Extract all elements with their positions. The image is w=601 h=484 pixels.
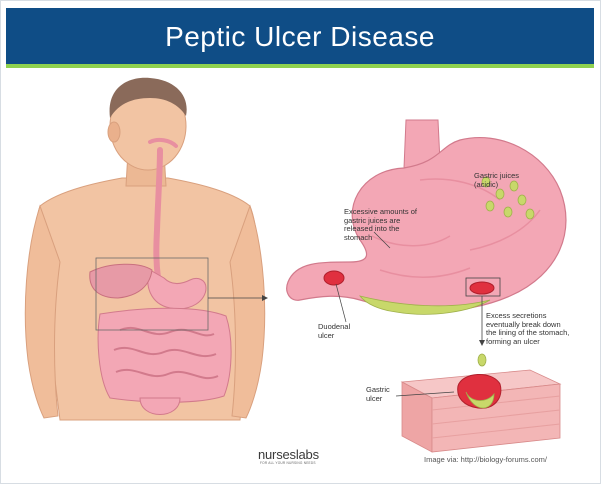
label-excess-secretions: Excess secretions eventually break down … xyxy=(486,312,569,346)
image-credit: Image via: http://biology-forums.com/ xyxy=(424,455,547,464)
human-figure xyxy=(25,78,268,420)
label-duodenal-ulcer: Duodenal ulcer xyxy=(318,323,350,340)
label-gastric-ulcer: Gastric ulcer xyxy=(366,386,390,403)
nurseslabs-logo: nurseslabs xyxy=(258,447,319,462)
label-gastric-juices: Gastric juices (acidic) xyxy=(474,172,519,189)
logo-tagline: FOR ALL YOUR NURSING NEEDS xyxy=(260,461,316,465)
label-excessive-juices: Excessive amounts of gastric juices are … xyxy=(344,208,417,242)
tissue-cross-section xyxy=(396,354,560,452)
